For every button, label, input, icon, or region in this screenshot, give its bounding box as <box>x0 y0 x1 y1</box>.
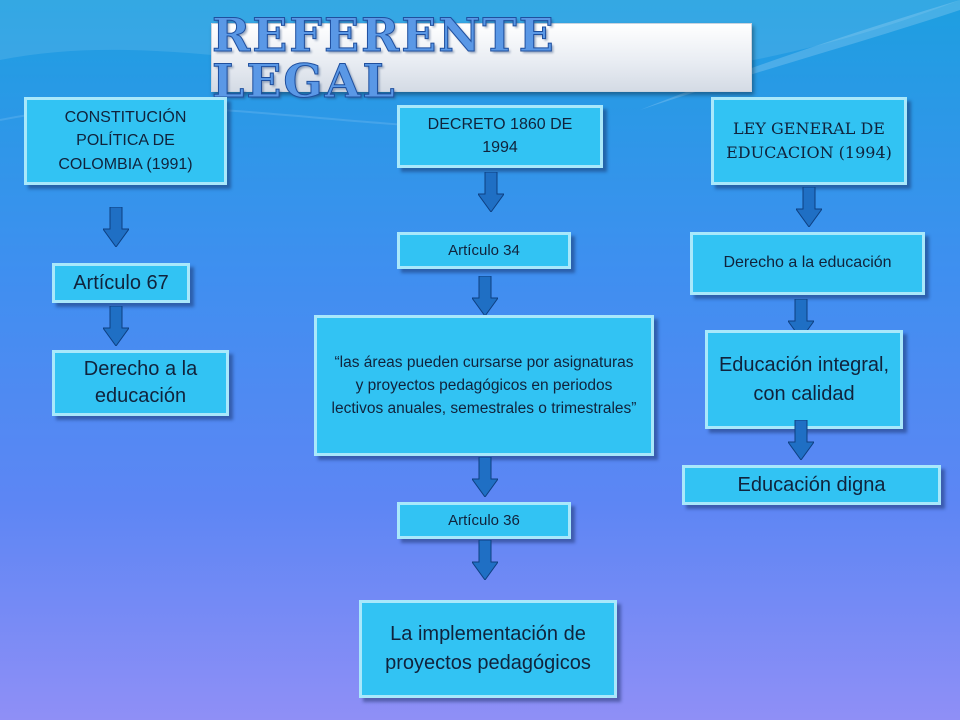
implementation-label: La implementación de proyectos pedagógic… <box>385 623 591 674</box>
down-arrow-icon <box>478 172 504 212</box>
dignified-education-box: Educación digna <box>682 465 941 505</box>
implementation-box: La implementación de proyectos pedagógic… <box>359 600 617 698</box>
down-arrow-icon <box>103 306 129 346</box>
right-education-label: Derecho a la educación <box>723 254 892 272</box>
integral-education-label: Educación integral, con calidad <box>718 353 890 405</box>
down-arrow-icon <box>788 420 814 460</box>
right-to-education-box: Derecho a la educación <box>52 350 229 416</box>
down-arrow-icon <box>103 207 129 247</box>
title-banner: REFERENTE LEGAL <box>211 11 752 104</box>
decree-label: DECRETO 1860 DE 1994 <box>427 116 573 156</box>
integral-education-box: Educación integral, con calidad <box>705 330 903 429</box>
article-34-box: Artículo 34 <box>397 232 571 269</box>
right-to-education-label: Derecho a la educación <box>83 358 198 407</box>
quote-label: “las áreas pueden cursarse por asignatur… <box>331 353 637 418</box>
general-law-label: LEY GENERAL DE EDUCACION (1994) <box>726 119 892 162</box>
article-34-label: Artículo 34 <box>448 242 520 259</box>
constitution-label: CONSTITUCIÓN POLÍTICA DE COLOMBIA (1991) <box>58 109 193 173</box>
article-67-box: Artículo 67 <box>52 263 190 303</box>
right-education-box: Derecho a la educación <box>690 232 925 295</box>
article-36-label: Artículo 36 <box>448 512 520 529</box>
constitution-box: CONSTITUCIÓN POLÍTICA DE COLOMBIA (1991) <box>24 97 227 185</box>
dignified-education-label: Educación digna <box>737 473 886 496</box>
general-law-box: LEY GENERAL DE EDUCACION (1994) <box>711 97 907 185</box>
article-67-label: Artículo 67 <box>73 271 169 294</box>
down-arrow-icon <box>472 457 498 497</box>
page-title: REFERENTE LEGAL <box>212 7 556 108</box>
down-arrow-icon <box>472 540 498 580</box>
down-arrow-icon <box>472 276 498 316</box>
decree-box: DECRETO 1860 DE 1994 <box>397 105 603 168</box>
article-36-box: Artículo 36 <box>397 502 571 539</box>
quote-box: “las áreas pueden cursarse por asignatur… <box>314 315 654 456</box>
down-arrow-icon <box>796 187 822 227</box>
